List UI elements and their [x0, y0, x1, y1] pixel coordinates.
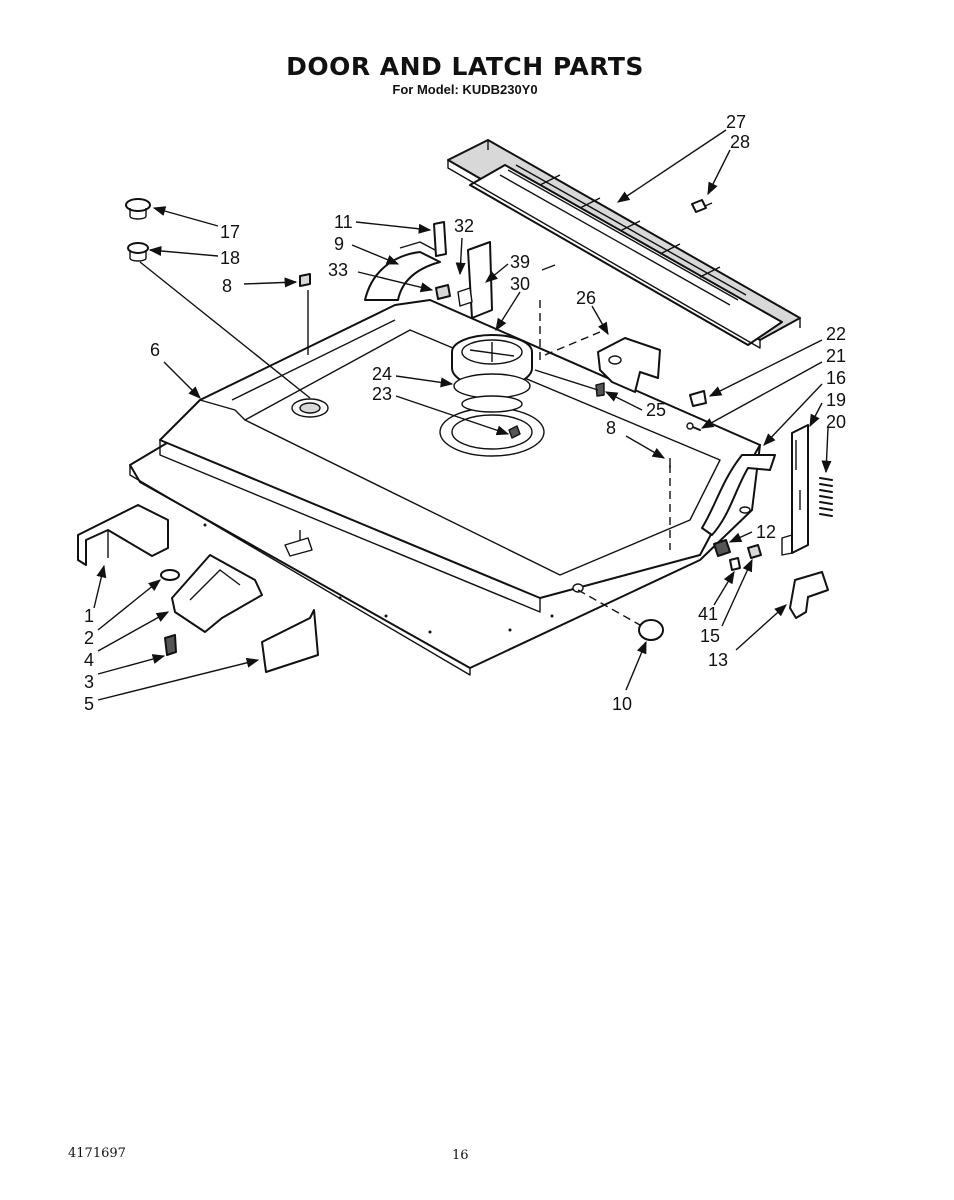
callout-27: 27	[726, 112, 746, 132]
cap-17	[125, 198, 151, 220]
callout-23: 23	[372, 384, 392, 404]
latch-hook-13	[789, 571, 829, 619]
part-11	[433, 221, 447, 257]
callout-32: 32	[454, 216, 474, 236]
assembly-guide-lines	[139, 261, 671, 626]
callout-6: 6	[150, 340, 160, 360]
callout-19: 19	[826, 390, 846, 410]
shield-5	[261, 609, 319, 673]
spring-20	[819, 477, 833, 517]
callout-11: 11	[334, 212, 353, 232]
spray-arm-assembly	[451, 334, 533, 439]
callout-24: 24	[372, 364, 392, 384]
callout-25: 25	[646, 400, 666, 420]
grommet-18	[127, 242, 149, 262]
callout-1: 1	[84, 606, 94, 626]
callout-10: 10	[612, 694, 632, 714]
callout-28: 28	[730, 132, 750, 152]
callout-9: 9	[334, 234, 344, 254]
screw-15	[747, 544, 762, 559]
left-hinge-arm	[364, 241, 441, 301]
callout-5: 5	[84, 694, 94, 714]
callout-41: 41	[698, 604, 718, 624]
callout-4: 4	[84, 650, 94, 670]
cover-1	[77, 504, 169, 566]
callout-22: 22	[826, 324, 846, 344]
callout-17: 17	[220, 222, 240, 242]
callout-8-right: 8	[606, 418, 616, 438]
latch-bracket-26	[595, 337, 661, 397]
plug-10	[638, 619, 664, 641]
part-41	[729, 557, 741, 571]
screw-28	[691, 199, 713, 213]
callout-labels: 27 28 17 18 11 32 9 39 33 30 8 26 6 22 2…	[84, 112, 846, 714]
callout-12: 12	[756, 522, 776, 542]
callout-2: 2	[84, 628, 94, 648]
part-21	[686, 422, 701, 431]
page-number: 16	[452, 1148, 469, 1163]
callout-16: 16	[826, 368, 846, 388]
callout-39: 39	[510, 252, 530, 272]
callout-13: 13	[708, 650, 728, 670]
leader-lines	[93, 129, 832, 701]
document-number: 4171697	[68, 1146, 126, 1161]
vent-panel	[447, 139, 801, 349]
latch-mechanism-2	[160, 554, 263, 656]
callout-33: 33	[328, 260, 348, 280]
callout-8-left: 8	[222, 276, 232, 296]
screw-8-left	[299, 273, 311, 287]
screw-33	[435, 284, 451, 300]
latch-plate-19	[781, 424, 809, 556]
page-title: DOOR AND LATCH PARTS	[286, 52, 644, 81]
callout-3: 3	[84, 672, 94, 692]
right-hinge-arm	[701, 454, 776, 536]
callout-18: 18	[220, 248, 240, 268]
callout-26: 26	[576, 288, 596, 308]
model-subtitle: For Model: KUDB230Y0	[392, 82, 538, 97]
part-22	[689, 390, 707, 407]
callout-30: 30	[510, 274, 530, 294]
door-panel	[129, 299, 761, 676]
callout-21: 21	[826, 346, 846, 366]
bracket-39	[457, 241, 493, 319]
callout-15: 15	[700, 626, 720, 646]
callout-20: 20	[826, 412, 846, 432]
part-12	[713, 539, 731, 557]
